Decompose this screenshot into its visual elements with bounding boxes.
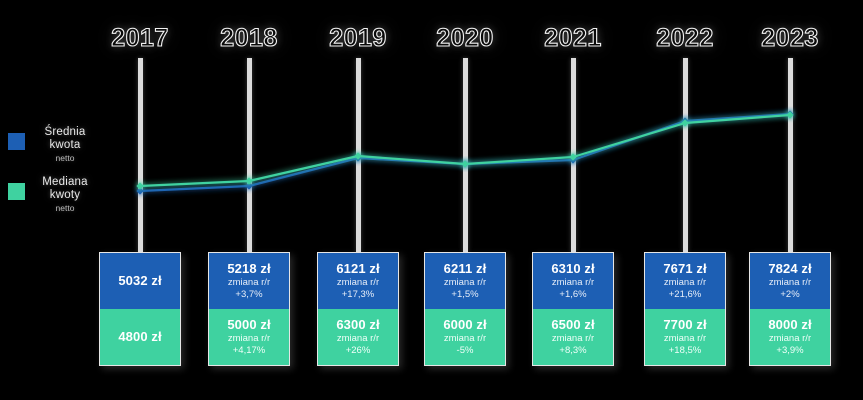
legend-sub: netto bbox=[55, 153, 75, 163]
card-amount: 6310 zł bbox=[551, 261, 595, 276]
timeline-stem bbox=[682, 58, 688, 252]
card-amount: 6300 zł bbox=[336, 317, 380, 332]
year-label-2020: 2020 bbox=[436, 23, 494, 52]
legend-label-srednia: Średnia kwota netto bbox=[34, 126, 96, 164]
card-half-mediana: 4800 zł bbox=[100, 309, 180, 365]
card-change-label: zmiana r/r bbox=[336, 277, 380, 288]
card-amount: 6121 zł bbox=[336, 261, 380, 276]
card-change-label: zmiana r/r bbox=[227, 277, 271, 288]
timeline-stem bbox=[137, 58, 143, 252]
legend-sub: netto bbox=[55, 203, 75, 213]
year-label-2019: 2019 bbox=[329, 23, 387, 52]
legend-line-2: kwota bbox=[49, 139, 81, 151]
card-amount: 5218 zł bbox=[227, 261, 271, 276]
card-amount: 5032 zł bbox=[118, 273, 162, 288]
legend-swatch-blue-icon bbox=[8, 133, 25, 150]
card-change-label: zmiana r/r bbox=[443, 333, 487, 344]
year-label-2017: 2017 bbox=[111, 23, 169, 52]
card-amount: 8000 zł bbox=[768, 317, 812, 332]
card-change-label: zmiana r/r bbox=[768, 277, 812, 288]
card-change-value: +26% bbox=[345, 345, 371, 356]
card-amount: 6000 zł bbox=[443, 317, 487, 332]
card-amount: 7824 zł bbox=[768, 261, 812, 276]
timeline-stem bbox=[246, 58, 252, 252]
card-half-srednia: 5032 zł bbox=[100, 253, 180, 309]
year-label-2023: 2023 bbox=[761, 23, 819, 52]
timeline-stem bbox=[355, 58, 361, 252]
card-change-label: zmiana r/r bbox=[227, 333, 271, 344]
card-change-label: zmiana r/r bbox=[663, 333, 707, 344]
legend-item-srednia-kwota: Średnia kwota netto bbox=[8, 126, 96, 164]
year-label-2022: 2022 bbox=[656, 23, 714, 52]
year-label-2018: 2018 bbox=[220, 23, 278, 52]
card-change-value: +3,7% bbox=[235, 289, 263, 300]
legend-line-1: Mediana bbox=[42, 176, 88, 188]
card-change-value: +21,6% bbox=[668, 289, 702, 300]
card-amount: 5000 zł bbox=[227, 317, 271, 332]
legend-line-1: Średnia bbox=[44, 126, 86, 138]
value-card-2017[interactable]: 5032 zł 4800 zł bbox=[99, 252, 181, 366]
legend-item-mediana-kwoty: Mediana kwoty netto bbox=[8, 176, 96, 214]
timeline-stem bbox=[462, 58, 468, 252]
card-change-value: +3,9% bbox=[776, 345, 804, 356]
card-change-value: +18,5% bbox=[668, 345, 702, 356]
card-amount: 4800 zł bbox=[118, 329, 162, 344]
card-amount: 6500 zł bbox=[551, 317, 595, 332]
card-change-label: zmiana r/r bbox=[551, 277, 595, 288]
card-change-label: zmiana r/r bbox=[443, 277, 487, 288]
card-amount: 6211 zł bbox=[443, 261, 487, 276]
chart-legend: Średnia kwota netto Mediana kwoty netto bbox=[8, 118, 103, 218]
card-change-value: -5% bbox=[456, 345, 474, 356]
card-change-value: +4,17% bbox=[232, 345, 266, 356]
card-change-value: +17,3% bbox=[341, 289, 375, 300]
card-change-label: zmiana r/r bbox=[336, 333, 380, 344]
card-change-value: +8,3% bbox=[559, 345, 587, 356]
timeline-stem bbox=[570, 58, 576, 252]
card-amount: 7671 zł bbox=[663, 261, 707, 276]
card-change-value: +1,6% bbox=[559, 289, 587, 300]
timeline-stem bbox=[787, 58, 793, 252]
card-change-label: zmiana r/r bbox=[663, 277, 707, 288]
card-amount: 7700 zł bbox=[663, 317, 707, 332]
card-change-value: +1,5% bbox=[451, 289, 479, 300]
year-label-2021: 2021 bbox=[544, 23, 602, 52]
legend-swatch-green-icon bbox=[8, 183, 25, 200]
legend-line-2: kwoty bbox=[49, 189, 81, 201]
card-change-label: zmiana r/r bbox=[551, 333, 595, 344]
card-change-label: zmiana r/r bbox=[768, 333, 812, 344]
legend-label-mediana: Mediana kwoty netto bbox=[34, 176, 96, 214]
card-change-value: +2% bbox=[780, 289, 800, 300]
